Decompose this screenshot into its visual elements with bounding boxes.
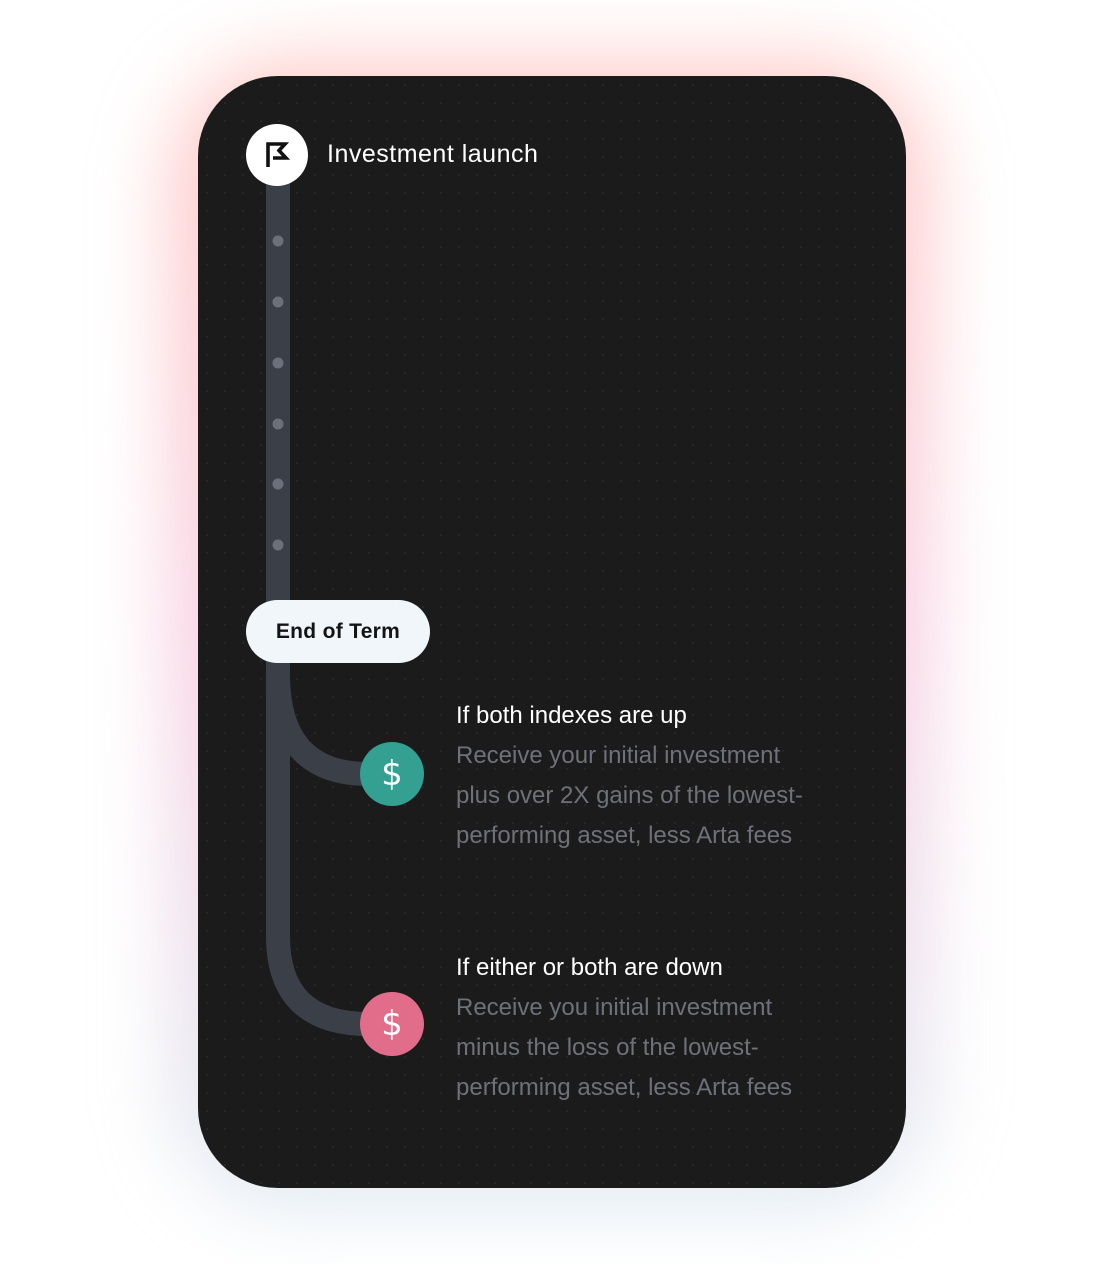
launch-label: Investment launch xyxy=(327,140,539,168)
timeline-card: Investment launch End of Term $ $ If bot… xyxy=(198,76,906,1188)
description-line: Receive your initial investment xyxy=(456,742,781,769)
flag-icon xyxy=(266,142,291,167)
outcome-title: If either or both are down xyxy=(456,954,723,981)
track-dot xyxy=(272,418,284,430)
main-track-bottom xyxy=(266,632,369,1036)
track-dot xyxy=(272,296,284,308)
end-of-term-badge: End of Term xyxy=(246,600,430,663)
outcome-down: If either or both are down Receive you i… xyxy=(456,952,886,1108)
dollar-icon: $ xyxy=(360,742,424,806)
outcome-description: Receive you initial investment minus the… xyxy=(456,988,886,1108)
track-dot xyxy=(272,478,284,490)
description-line: Receive you initial investment xyxy=(456,994,773,1021)
timeline-track xyxy=(266,164,369,1036)
description-line: performing asset, less Arta fees xyxy=(456,822,793,849)
branch-track-up xyxy=(266,673,369,786)
launch-marker xyxy=(246,124,308,186)
description-line: performing asset, less Arta fees xyxy=(456,1074,793,1101)
outcome-up: If both indexes are up Receive your init… xyxy=(456,700,886,856)
outcome-description: Receive your initial investment plus ove… xyxy=(456,736,886,856)
track-dot xyxy=(272,235,284,247)
outcome-title: If both indexes are up xyxy=(456,702,687,729)
description-line: minus the loss of the lowest- xyxy=(456,1034,759,1061)
track-dot xyxy=(272,539,284,551)
description-line: plus over 2X gains of the lowest- xyxy=(456,782,803,809)
dollar-icon: $ xyxy=(360,992,424,1056)
track-dot xyxy=(272,357,284,369)
